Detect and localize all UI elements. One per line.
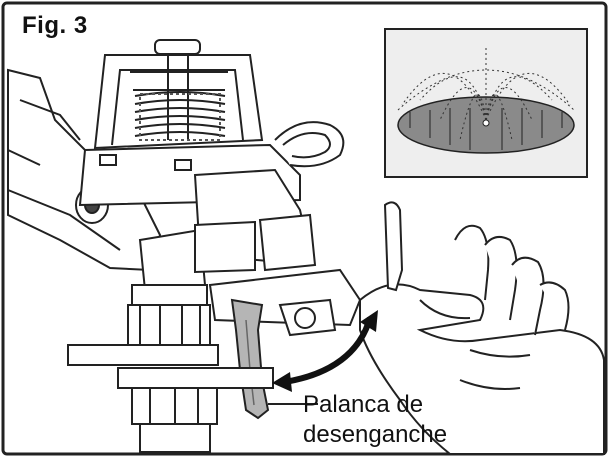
figure-title: Fig. 3 [22, 12, 88, 40]
callout-line-1: Palanca de [303, 390, 447, 420]
release-lever-label: Palanca de desenganche [303, 390, 447, 450]
spray-pattern-inset [385, 29, 587, 177]
callout-line-2: desenganche [303, 420, 447, 450]
